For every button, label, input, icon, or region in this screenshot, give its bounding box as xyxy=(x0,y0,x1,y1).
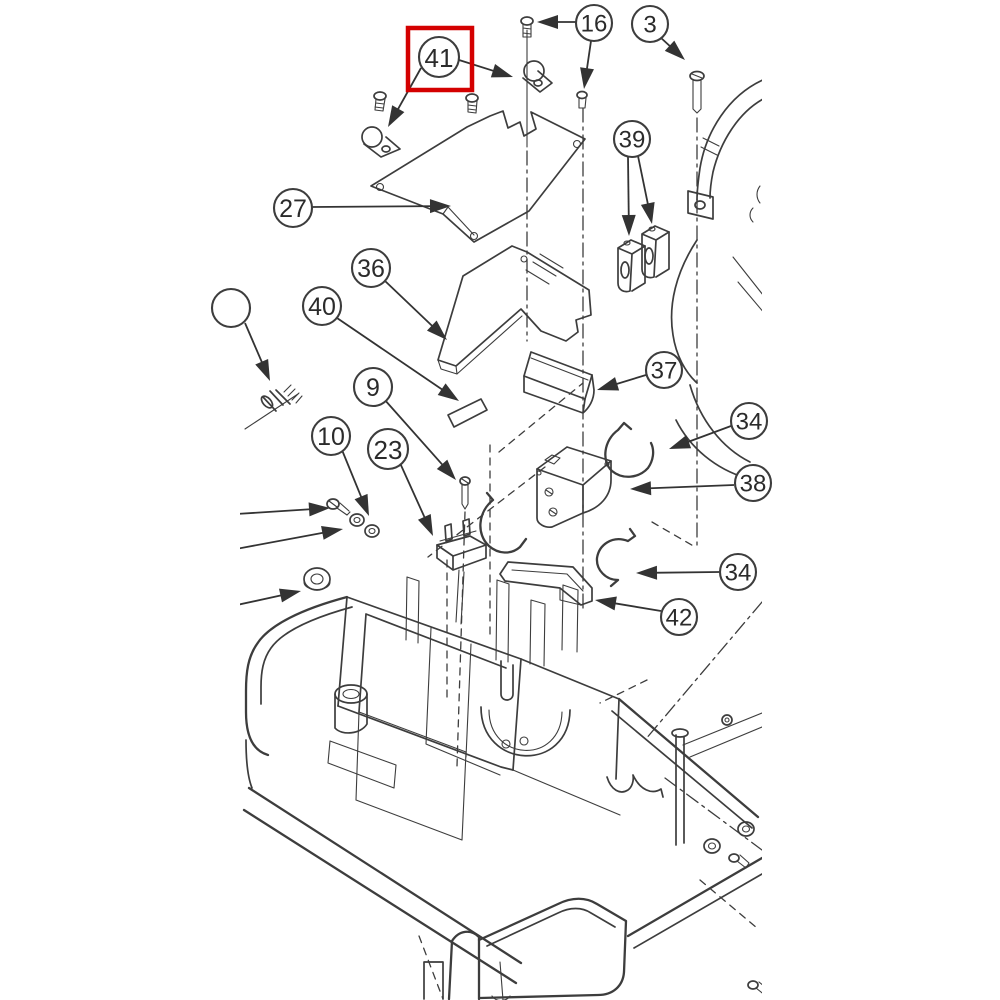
callout-36[interactable]: 36 xyxy=(350,247,392,289)
part-washer-10a xyxy=(349,513,365,527)
callout-39[interactable]: 39 xyxy=(612,119,652,159)
guide-dash-bolt3 xyxy=(651,521,698,549)
leader-line xyxy=(383,279,447,340)
part-corner-bumper xyxy=(423,856,762,1000)
callout-27[interactable]: 27 xyxy=(272,187,314,229)
svg-text:3: 3 xyxy=(643,12,656,39)
part-cring-mid xyxy=(479,491,528,554)
svg-text:39: 39 xyxy=(619,127,646,154)
leader-line xyxy=(637,155,655,224)
callout-40[interactable]: 40 xyxy=(301,285,343,327)
callout-34[interactable]: 34 xyxy=(718,552,758,592)
leader-line xyxy=(240,525,343,550)
callout-23[interactable]: 23 xyxy=(366,427,410,471)
leader-line xyxy=(341,449,369,516)
callout-9[interactable]: 9 xyxy=(352,366,394,408)
leader-line xyxy=(240,502,330,517)
leader-line xyxy=(311,199,451,214)
part-handle-strap xyxy=(687,79,762,220)
svg-text:34: 34 xyxy=(736,409,763,436)
callout-16[interactable]: 16 xyxy=(574,3,614,43)
part-switches-39 xyxy=(617,225,670,293)
part-strip-40 xyxy=(447,398,488,428)
leader-line xyxy=(580,40,594,89)
part-bracket-42 xyxy=(499,561,593,606)
guide-dash-bottom-left xyxy=(418,935,444,1000)
part-screw-small-mid xyxy=(465,93,479,114)
part-screw-small-left xyxy=(373,91,387,112)
part-screw-bottom-corner xyxy=(747,980,762,994)
part-tray-36 xyxy=(437,245,592,375)
part-washers-bottom-right xyxy=(703,821,755,869)
leader-line xyxy=(537,15,576,29)
leader-line xyxy=(240,588,301,606)
callout-labels: 41 16 3 27 39 36 40 9 10 23 37 34 38 34 42 xyxy=(210,3,773,637)
centerline-bottom-right xyxy=(664,777,762,851)
leader-line xyxy=(244,322,270,381)
svg-text:34: 34 xyxy=(725,560,752,587)
leader-line xyxy=(458,59,513,78)
centerline-screw9 xyxy=(456,511,466,767)
svg-text:37: 37 xyxy=(651,358,678,385)
part-solenoid-38 xyxy=(536,446,612,528)
centerline-right-diagonal xyxy=(644,601,762,741)
part-hose-barb xyxy=(244,384,303,430)
part-cring-upper-34 xyxy=(604,421,655,478)
callout-37[interactable]: 37 xyxy=(644,350,684,390)
leader-line xyxy=(399,462,433,536)
svg-text:23: 23 xyxy=(374,435,403,465)
part-housing-base xyxy=(242,576,762,985)
callout-34[interactable]: 34 xyxy=(729,401,769,441)
part-pad-37 xyxy=(523,351,595,414)
leader-line xyxy=(636,565,720,580)
svg-text:41: 41 xyxy=(425,43,454,73)
leader-line xyxy=(621,156,636,236)
leader-line xyxy=(630,481,735,496)
callout-42[interactable]: 42 xyxy=(659,597,699,637)
svg-text:27: 27 xyxy=(279,195,307,223)
svg-text:38: 38 xyxy=(740,471,767,498)
leader-line xyxy=(383,398,456,480)
leader-lines xyxy=(240,15,735,612)
callout-38[interactable]: 38 xyxy=(733,463,773,503)
callout-partial xyxy=(210,287,252,329)
svg-text:42: 42 xyxy=(666,605,693,632)
part-bolt-3 xyxy=(689,70,705,114)
part-screw-10 xyxy=(326,498,351,516)
callout-10[interactable]: 10 xyxy=(310,415,352,457)
part-screw-9 xyxy=(459,476,471,510)
edge-line-bottom xyxy=(499,961,504,1000)
svg-text:10: 10 xyxy=(317,423,345,451)
part-cable-clamp-left xyxy=(361,126,401,158)
callout-41[interactable]: 41 xyxy=(417,35,461,79)
part-screw-16b xyxy=(576,90,588,109)
guide-dash-right xyxy=(599,679,758,929)
svg-text:40: 40 xyxy=(308,293,336,321)
part-grommet xyxy=(303,567,331,591)
leader-line xyxy=(336,317,459,401)
guide-dash-terminal xyxy=(446,444,491,701)
leader-line xyxy=(659,36,685,60)
callout-3[interactable]: 3 xyxy=(630,4,670,44)
edge-arc-bottom xyxy=(491,995,511,1000)
leader-line xyxy=(597,374,647,391)
part-cable-clamp-right xyxy=(522,60,553,93)
part-cring-lower-34 xyxy=(595,527,637,588)
svg-text:9: 9 xyxy=(366,374,380,402)
svg-text:36: 36 xyxy=(357,255,385,283)
highlight-box-41 xyxy=(405,25,475,93)
leader-line xyxy=(595,596,662,612)
guide-dash-assembly xyxy=(427,382,584,558)
leader-line xyxy=(669,425,732,449)
part-washer-10b xyxy=(364,524,380,538)
svg-text:16: 16 xyxy=(581,11,608,38)
